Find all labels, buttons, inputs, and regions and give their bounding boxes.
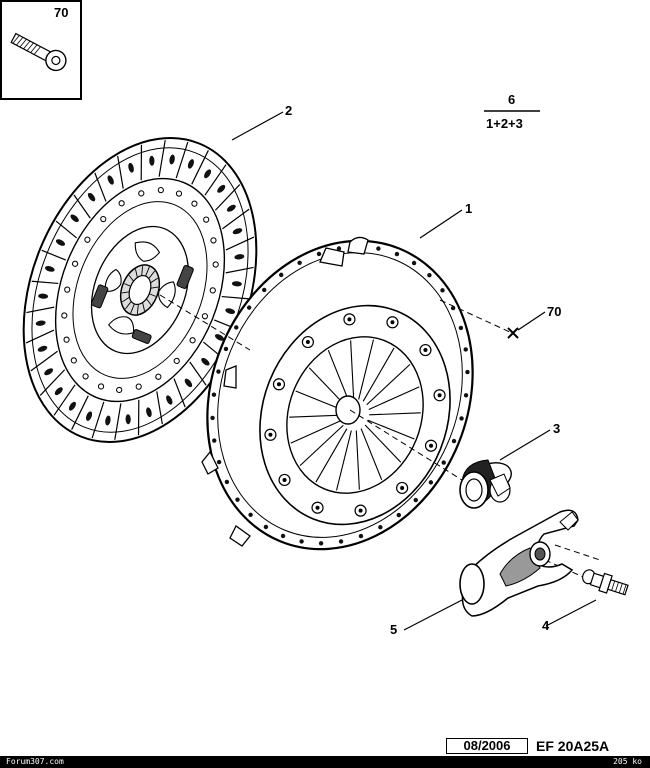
kit-number: 6 xyxy=(508,92,515,107)
file-size: 205 ko xyxy=(613,757,642,766)
hub-splines xyxy=(121,266,159,314)
callout-1: 1 xyxy=(465,201,472,216)
friction-lining-segments xyxy=(25,140,255,440)
callout-70: 70 xyxy=(547,304,561,319)
date-stamp: 08/2006 xyxy=(446,738,528,754)
site-watermark: Forum307.com xyxy=(6,757,64,766)
bolt-inset: 70 xyxy=(0,0,82,100)
release-fork xyxy=(459,509,579,617)
callout-5: 5 xyxy=(390,622,397,637)
release-bearing xyxy=(459,459,512,509)
reference-code: EF 20A25A xyxy=(536,738,610,754)
kit-contents: 1+2+3 xyxy=(486,116,523,131)
pressure-plate xyxy=(201,236,474,551)
callout-4: 4 xyxy=(542,618,550,633)
cover-bolts xyxy=(264,313,446,517)
rivet-ring xyxy=(61,186,219,394)
footer-bar xyxy=(0,756,650,768)
leader-lines xyxy=(231,111,597,631)
callout-2: 2 xyxy=(285,103,292,118)
bolt-icon xyxy=(10,32,67,72)
callout-3: 3 xyxy=(553,421,560,436)
bolt-mark-icon xyxy=(507,327,519,339)
pivot-ball-stud xyxy=(582,569,629,596)
kit-fraction: 6 1+2+3 xyxy=(484,92,540,131)
diaphragm-spring-fingers xyxy=(289,339,421,491)
clutch-disc xyxy=(22,137,258,443)
flange-holes xyxy=(210,244,470,546)
inset-label: 70 xyxy=(54,5,68,20)
